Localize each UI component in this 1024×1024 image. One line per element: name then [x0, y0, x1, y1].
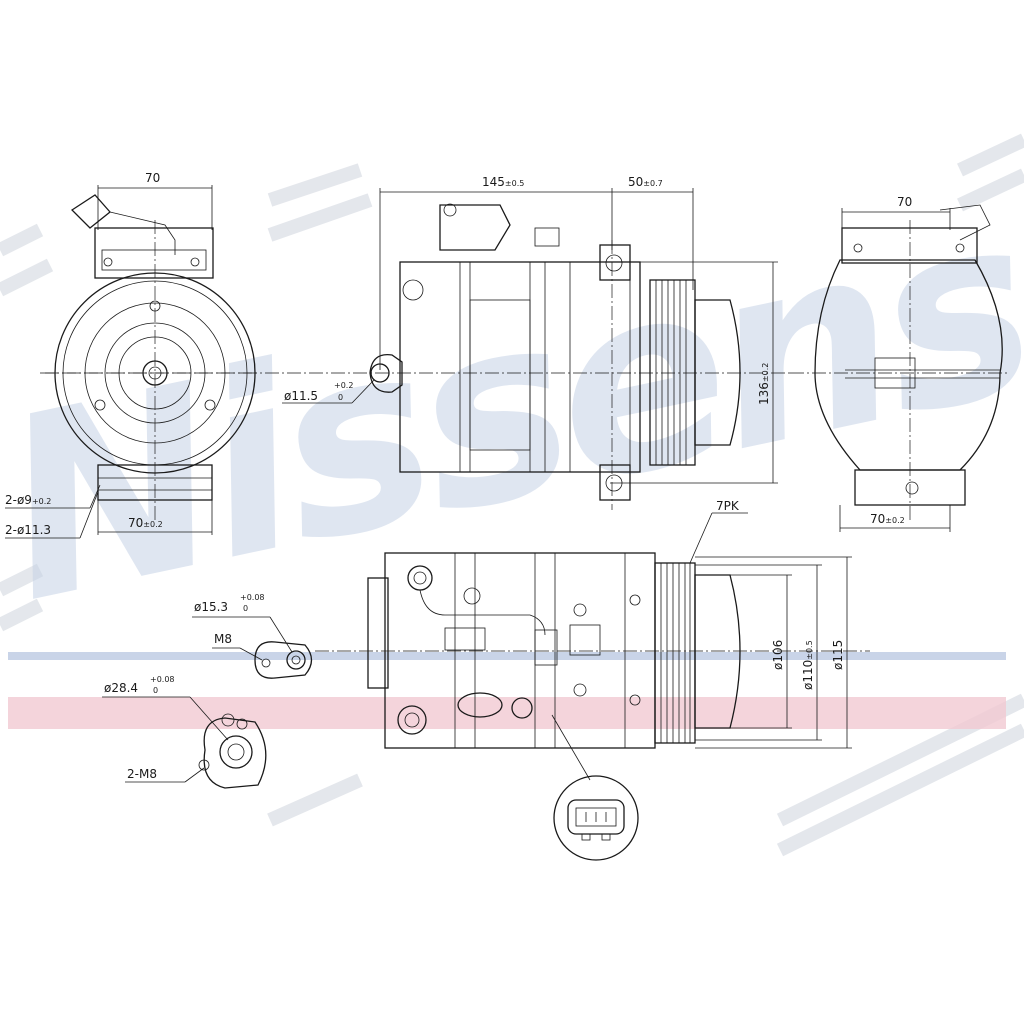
pulley-d3-label: ø115: [831, 640, 845, 670]
left-width-bottom-value: 70: [128, 516, 143, 530]
connector-detail: [551, 714, 639, 861]
left-dimensions: [5, 185, 213, 539]
mount-hole-tolerance-top: +0.2: [334, 381, 353, 390]
height-tolerance: ±0.2: [761, 363, 770, 382]
pulley-offset-value: 50: [628, 175, 643, 189]
port-large-tolerance-bottom: 0: [153, 686, 158, 695]
mount-hole-value: ø11.5: [284, 389, 318, 403]
hole-9-tolerance: +0.2: [32, 497, 51, 506]
port-large-detail: [102, 696, 267, 789]
right-width-top-label: 70: [897, 195, 912, 209]
center-dimensions: [282, 188, 778, 484]
belt-label: 7PK: [716, 499, 740, 513]
hole-9-value: 2-ø9: [5, 493, 32, 507]
pulley-d2-label: ø110±0.5: [801, 640, 815, 690]
height-label: 136±0.2: [757, 363, 771, 405]
height-value: 136: [757, 382, 771, 405]
body-length-label: 145±0.5: [482, 175, 524, 189]
port-large-tolerance-top: +0.08: [150, 675, 175, 684]
mount-hole-label: ø11.5: [284, 389, 318, 403]
body-length-tolerance: ±0.5: [505, 179, 524, 188]
left-width-top-label: 70: [145, 171, 160, 185]
port-small-tolerance-bottom: 0: [243, 604, 248, 613]
rear-view-right: [790, 204, 1010, 520]
right-width-bottom-label: 70±0.2: [870, 512, 905, 526]
port-small-thread-label: M8: [214, 632, 232, 646]
right-dimensions: [839, 208, 951, 532]
left-width-bottom-label: 70±0.2: [128, 516, 163, 530]
pulley-offset-label: 50±0.7: [628, 175, 663, 189]
pulley-offset-tolerance: ±0.7: [643, 179, 662, 188]
right-width-bottom-value: 70: [870, 512, 885, 526]
port-small-detail: [192, 616, 313, 679]
background-hatch: [0, 133, 1024, 857]
pink-stripe: [8, 697, 1006, 729]
left-width-bottom-tolerance: ±0.2: [143, 520, 162, 529]
hole-9-label: 2-ø9+0.2: [5, 493, 51, 507]
blue-stripe: [8, 652, 1006, 660]
pulley-dimensions: [689, 512, 852, 749]
port-large-thread-label: 2-M8: [127, 767, 157, 781]
port-small-tolerance-top: +0.08: [240, 593, 265, 602]
side-view-center: [45, 203, 790, 510]
right-width-bottom-tolerance: ±0.2: [885, 516, 904, 525]
pulley-d1-label: ø106: [771, 640, 785, 670]
port-small-label: ø15.3: [194, 600, 228, 614]
hole-11-label: 2-ø11.3: [5, 523, 51, 537]
watermark-text: Nissens: [0, 158, 1024, 657]
bottom-view: [315, 552, 870, 749]
pulley-d2-tolerance: ±0.5: [805, 640, 814, 659]
mount-hole-tolerance-bottom: 0: [338, 393, 343, 402]
body-length-value: 145: [482, 175, 505, 189]
pulley-d2-value: ø110: [801, 660, 815, 690]
port-large-label: ø28.4: [104, 681, 138, 695]
